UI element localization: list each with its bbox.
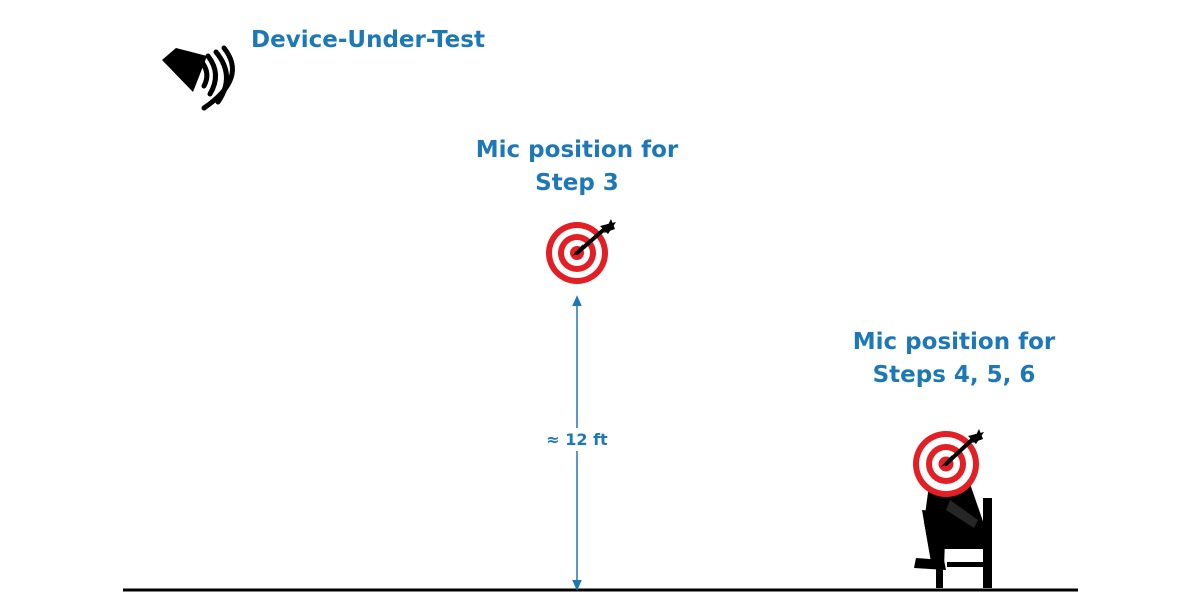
distance-label: ≈ 12 ft [537, 428, 617, 451]
steps456-label-line2: Steps 4, 5, 6 [872, 362, 1036, 388]
speaker-icon [162, 45, 235, 111]
seated-person-icon [914, 478, 992, 588]
device-under-test-label: Device-Under-Test [251, 27, 485, 53]
step3-label-line1: Mic position for [475, 137, 679, 163]
steps456-label: Mic position for Steps 4, 5, 6 [834, 326, 1074, 392]
target-icon-step3 [546, 219, 616, 284]
step3-label: Mic position for Step 3 [457, 134, 697, 200]
steps456-label-line1: Mic position for [852, 329, 1056, 355]
target-icon-steps456 [913, 429, 984, 497]
step3-label-line2: Step 3 [535, 170, 619, 196]
